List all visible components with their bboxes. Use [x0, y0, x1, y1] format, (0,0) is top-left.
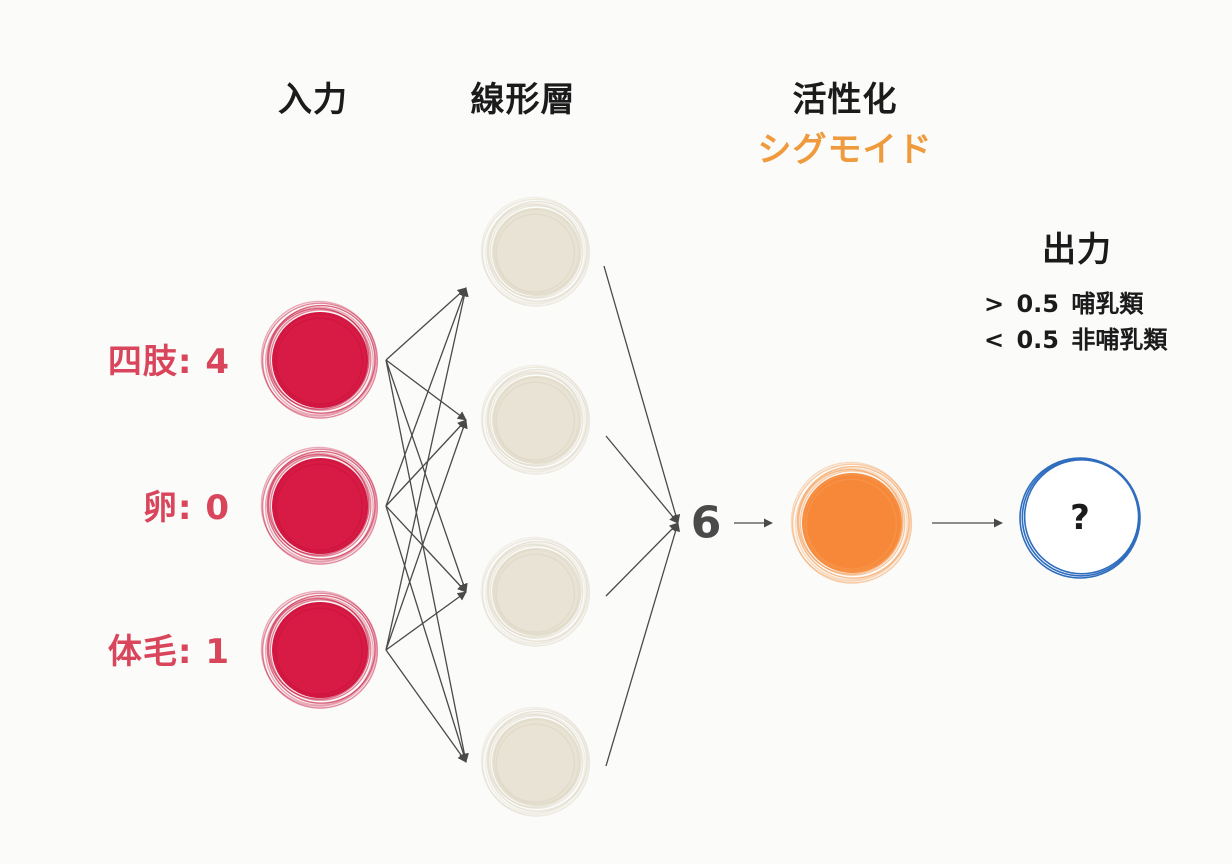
edge-input-2-hidden-3 [385, 649, 467, 763]
network-nodes [260, 196, 1141, 817]
hidden-node-2 [480, 536, 591, 647]
hidden-node-1 [480, 364, 591, 475]
edge-hidden-1-sum [605, 435, 679, 524]
edge-hidden-2-sum [605, 522, 679, 597]
output-rule-non-mammal: < 0.5 非哺乳類 [984, 320, 1171, 355]
rule-label: 非哺乳類 [1071, 326, 1168, 354]
rule-threshold: 0.5 [1016, 290, 1059, 318]
header-activation-sigmoid: シグモイド [757, 130, 933, 170]
edge-input-2-hidden-1 [385, 419, 468, 651]
header-activation: 活性化 [792, 80, 898, 120]
output-rule-mammal: > 0.5 哺乳類 [984, 284, 1147, 319]
input-label-limbs: 四肢: 4 [107, 342, 230, 382]
edge-input-1-hidden-0 [385, 287, 468, 507]
input-label-eggs: 卵: 0 [142, 488, 230, 528]
edge-input-0-hidden-2 [385, 359, 468, 593]
input-node-2 [260, 590, 379, 709]
connection-edges [385, 265, 1003, 767]
output-node [1019, 457, 1141, 579]
input-label-fur: 体毛: 1 [107, 632, 230, 672]
header-input: 入力 [278, 80, 348, 120]
edge-input-1-hidden-2 [385, 505, 467, 593]
edge-input-0-hidden-1 [385, 359, 467, 421]
rule-operator: < [984, 326, 1005, 354]
linear-sum-value: 6 [690, 497, 722, 549]
rule-threshold: 0.5 [1016, 326, 1059, 354]
hidden-node-3 [480, 706, 591, 817]
edge-input-1-hidden-1 [385, 419, 467, 507]
hidden-node-0 [480, 196, 591, 307]
edge-input-2-hidden-2 [385, 591, 467, 651]
output-value: ? [1070, 498, 1090, 538]
header-linear: 線形層 [470, 80, 576, 120]
edge-input-0-hidden-3 [385, 359, 469, 763]
header-output: 出力 [1042, 230, 1112, 270]
edge-input-0-hidden-0 [385, 287, 467, 361]
edge-input-2-hidden-0 [385, 287, 469, 651]
activation-node [790, 461, 913, 584]
edge-hidden-3-sum [605, 522, 681, 767]
input-node-1 [260, 446, 379, 565]
input-node-0 [260, 300, 379, 419]
edge-input-1-hidden-3 [385, 505, 468, 763]
edge-hidden-0-sum [603, 265, 681, 524]
rule-label: 哺乳類 [1071, 290, 1144, 318]
rule-operator: > [984, 290, 1005, 318]
